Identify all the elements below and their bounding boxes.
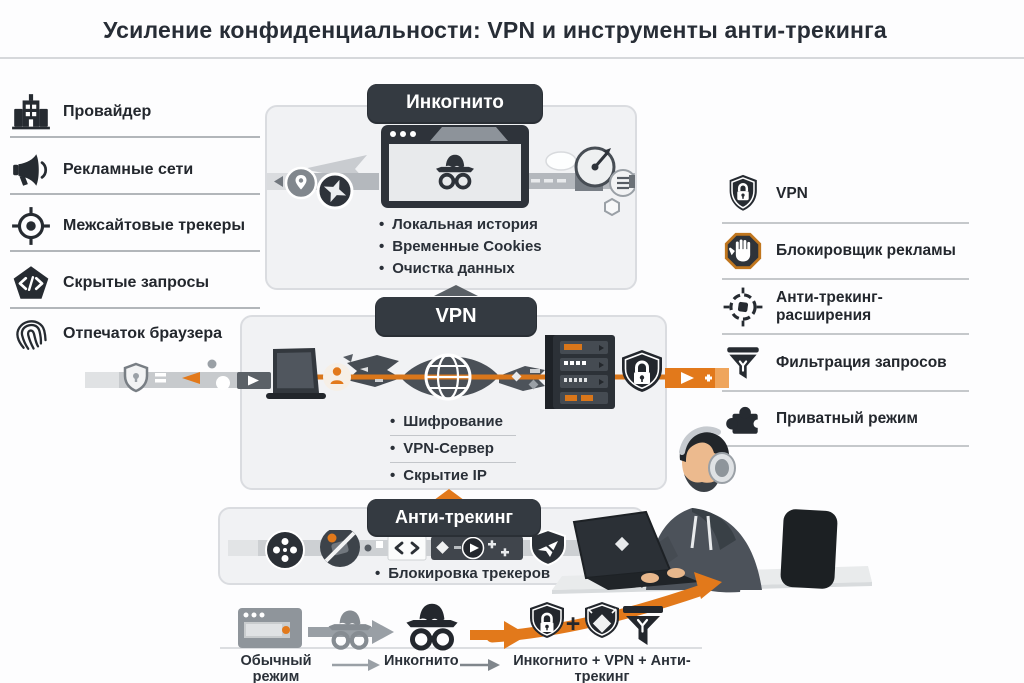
shield-lock-icon xyxy=(530,602,564,638)
threat-item-hidden-requests: Скрытые запросы xyxy=(10,258,260,309)
hand-stop-icon xyxy=(724,232,762,270)
funnel-icon xyxy=(727,347,759,379)
page-title: Усиление конфиденциальности: VPN и инстр… xyxy=(0,17,990,44)
title-divider xyxy=(0,57,1024,59)
page-title-main: Усиление конфиденциальности: VPN xyxy=(103,17,536,43)
progression-stage3-label: Инкогнито + VPN + Анти-трекинг xyxy=(513,653,691,683)
bullet-dot: • xyxy=(375,564,381,582)
tool-item-adblocker: Блокировщик рекламы xyxy=(722,224,969,280)
shield-diamond-icon xyxy=(585,602,619,639)
antitracking-panel-header: Анти-трекинг xyxy=(368,499,540,535)
arrow-orange-icon xyxy=(470,621,528,649)
code-badge-icon xyxy=(13,265,49,299)
incognito-bullet-2: Временные Cookies xyxy=(392,237,542,255)
threat-label: Отпечаток браузера xyxy=(63,325,223,342)
tool-item-private-mode: Приватный режим xyxy=(722,392,969,447)
threat-item-fingerprint: Отпечаток браузера xyxy=(10,311,260,357)
tool-item-request-filtering: Фильтрация запросов xyxy=(722,336,969,392)
vpn-panel-header: VPN xyxy=(376,297,536,335)
progression-stage1-label: Обычный режим xyxy=(240,653,312,683)
growth-arrow xyxy=(486,584,708,643)
up-arrow-connector-gray xyxy=(434,285,478,296)
threat-item-provider: Провайдер xyxy=(10,88,260,138)
bullet-dot: • xyxy=(390,467,396,484)
headphones-band xyxy=(679,426,721,455)
bullet-dot: • xyxy=(379,259,385,277)
browser-window-icon xyxy=(238,608,302,648)
incognito-decoration-band xyxy=(267,146,635,217)
threat-label: Скрытые запросы xyxy=(63,273,210,291)
tool-label: VPN xyxy=(776,184,808,202)
bullet-dot: • xyxy=(379,215,385,233)
vpn-bullet-1: Шифрование xyxy=(403,413,503,430)
antitracking-panel-title: Анти-трекинг xyxy=(394,506,513,527)
crosshair-icon xyxy=(12,207,50,245)
vpn-bullet-2: VPN-Сервер xyxy=(403,440,494,457)
bullet-dot: • xyxy=(390,413,396,430)
arrow-icon xyxy=(460,659,500,671)
threat-label: Межсайтовые трекеры xyxy=(63,217,246,234)
threat-label: Провайдер xyxy=(63,103,152,120)
tool-item-antitracking-extensions: Анти-трекинг-расширения xyxy=(722,280,969,335)
threat-label: Рекламные сети xyxy=(63,160,194,178)
vpn-bullet-3: Скрытие IP xyxy=(403,467,487,484)
funnel-icon xyxy=(623,606,663,645)
incognito-bullet-1: Локальная история xyxy=(392,215,538,233)
incognito-bullet-3: Очистка данных xyxy=(392,259,515,277)
face xyxy=(682,437,723,490)
tool-label: Фильтрация запросов xyxy=(776,354,947,371)
beard xyxy=(684,474,720,492)
arrow-icon xyxy=(332,659,380,671)
play-icon xyxy=(681,372,694,384)
left-arrow-icon xyxy=(182,372,200,384)
incognito-panel: • Локальная история • Временные Cookies • О… xyxy=(265,105,637,290)
bullet-dot: • xyxy=(379,237,385,255)
headphones-cup xyxy=(708,452,736,484)
incognito-large-icon xyxy=(406,603,458,651)
threat-item-trackers: Межсайтовые трекеры xyxy=(10,202,260,252)
tool-label: Приватный режим xyxy=(776,409,918,427)
incognito-panel-header: Инкогнито xyxy=(368,84,542,122)
page-title-sub: и инструменты анти-трекинга xyxy=(541,17,887,43)
bullet-dot: • xyxy=(390,440,396,457)
vpn-panel-title: VPN xyxy=(435,304,477,327)
incognito-bullets: • Локальная история • Временные Cookies • О… xyxy=(379,213,542,279)
hoodie xyxy=(646,508,762,590)
tool-label: Блокировщик рекламы xyxy=(776,242,956,259)
fingerprint-icon xyxy=(16,320,47,350)
shield-lock-icon xyxy=(729,174,757,211)
antitracking-bullet-1: Блокировка трекеров xyxy=(388,564,551,582)
target-dashed-icon xyxy=(723,287,763,326)
shield-outline-icon xyxy=(123,362,149,393)
incognito-icon xyxy=(436,154,474,190)
incognito-small-icon xyxy=(328,610,372,650)
plus-sign: + xyxy=(565,610,581,638)
incognito-browser-window xyxy=(381,125,529,208)
building-icon xyxy=(12,94,50,130)
puzzle-icon xyxy=(726,406,762,434)
progression-stage2-label: Инкогнито xyxy=(384,653,459,669)
tool-item-vpn: VPN xyxy=(722,165,969,224)
threat-item-ad-networks: Рекламные сети xyxy=(10,146,260,195)
hand xyxy=(667,568,685,578)
incognito-panel-title: Инкогнито xyxy=(406,92,504,113)
megaphone-icon xyxy=(13,153,48,186)
antitracking-bullets: • Блокировка трекеров xyxy=(375,563,550,583)
vpn-bullets: • Шифрование • VPN-Сервер • Скрытие IP xyxy=(390,409,516,489)
chair xyxy=(780,509,838,589)
arrow-icon xyxy=(308,620,394,644)
tool-label: Анти-трекинг-расширения xyxy=(776,288,883,324)
